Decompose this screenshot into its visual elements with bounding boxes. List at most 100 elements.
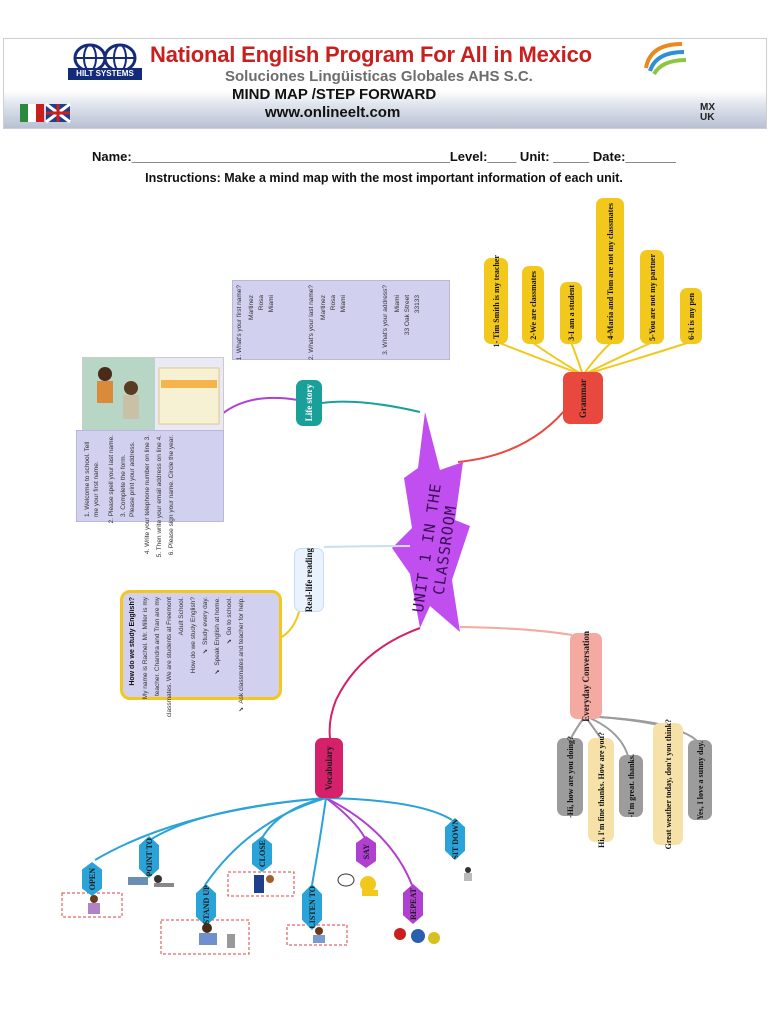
vocab-listen-to[interactable]: LISTEN TO [302,884,322,930]
conversation-item-4-text: Great weather today, don't you think? [663,718,673,850]
vocab-listen-to-text: LISTEN TO [307,885,317,929]
conversation-item-3[interactable]: -I'm great. thanks. [619,754,643,818]
point-to-illustration [128,875,174,887]
form-q1-opt3: Miami [268,295,275,313]
life-story-illustration [82,357,224,431]
form-q3-opt3: 33133 [414,295,421,314]
form-q3: 3. What's your address? [382,285,389,355]
vocab-stand-up-text: STAND UP [201,885,211,925]
instruction-5: 5. Then write your email address on line… [156,435,163,558]
grammar-item-2[interactable]: 2-We are classmates [522,266,544,344]
grammar-item-6-text: 6-It is my pen [686,292,696,340]
vocabulary-label: Vocabulary [324,745,334,791]
instruction-1: 1. Welcome to school. Tell me your first… [84,441,100,517]
grammar-node[interactable]: Grammar [563,372,603,424]
form-q2-opt1: Martinez [320,295,327,320]
form-q2-opt3: Miami [340,295,347,313]
close-door-illustration [254,875,274,893]
conversation-item-2[interactable]: Hi, I'm fine thanks. How are you? [588,732,614,848]
conversation-item-1[interactable]: -Hi, how are you doing? [557,736,583,818]
life-story-node[interactable]: Life story [296,380,322,426]
reading-line-5: How do we study English? [190,597,197,674]
center-node-shape [392,412,470,632]
listen-to-illustration [313,927,325,943]
everyday-conversation-label: Everyday Conversation [581,630,591,722]
reading-line-3: classmates. We are students at Freemont [166,597,173,718]
real-life-reading-node[interactable]: Real-life reading [294,548,324,612]
instruction-4: 4. Write your telephone number on line 3… [144,435,151,555]
conversation-item-1-text: -Hi, how are you doing? [565,736,575,818]
vocab-close[interactable]: CLOSE [252,836,272,872]
hilt-logo-label: HILT SYSTEMS [68,68,142,80]
reading-line-2: teacher. Chandra and Tran are my [154,597,161,697]
reading-line-8: ✔ Go to school. [226,597,233,646]
vocab-repeat-text: REPEAT [408,888,418,920]
conversation-item-5-text: Yes, I love a sunny day. [695,740,705,820]
life-story-form-panel: 1. What's your first name? Martinez Rosa… [232,280,450,360]
form-q1-opt2: Rosa [258,295,265,311]
conversation-item-3-text: -I'm great. thanks. [626,754,636,818]
life-story-label: Life story [304,384,314,422]
everyday-conversation-node[interactable]: Everyday Conversation [570,630,602,722]
instruction-2: 2. Please spell your last name. [108,435,115,524]
grammar-item-3-text: 3-I am a student [566,285,576,341]
website-link[interactable]: www.onlineelt.com [265,104,401,121]
vocab-stand-up[interactable]: STAND UP [196,884,216,926]
grammar-item-1[interactable]: 1- Tim Smith is my teacher [484,254,508,348]
form-q3-opt1: Miami [394,295,401,313]
grammar-item-4-text: 4-María and Tom are not my classmates [605,202,615,340]
conversation-item-4[interactable]: Great weather today, don't you think? [653,719,683,849]
grammar-item-3[interactable]: 3-I am a student [560,282,582,344]
conversation-item-2-text: Hi, I'm fine thanks. How are you? [596,732,606,848]
conversation-item-5[interactable]: Yes, I love a sunny day. [688,740,712,820]
vocab-point-to-text: POINT TO [144,837,154,877]
mind-map-connectors [61,341,699,955]
page-subtitle: Soluciones Lingüisticas Globales AHS S.C… [225,68,533,85]
grammar-item-6[interactable]: 6-It is my pen [680,288,702,344]
grammar-item-5-text: 5-You are not my partner [647,253,657,341]
say-speech-illustration [337,873,378,896]
form-fields-line: Name:___________________________________… [91,149,677,164]
header-banner [3,38,767,129]
instruction-6: 6. Please sign your name. Circle the yea… [168,435,175,556]
form-q1: 1. What's your first name? [236,285,243,361]
reading-box-title: How do we study English? [129,597,136,686]
instruction-3: 3. Complete the form. Please print your … [120,441,136,517]
instructions-list-panel: 1. Welcome to school. Tell me your first… [76,430,224,557]
reading-line-7: ✔ Speak English at home. [214,597,221,676]
stand-up-illustration [199,923,235,948]
vocab-open[interactable]: OPEN [82,862,102,896]
classroom-people-illustration [83,358,220,430]
brand-swoosh-icon [644,42,687,76]
grammar-item-5[interactable]: 5-You are not my partner [640,250,664,344]
reading-line-6: ✔ Study every day. [202,597,209,655]
vocab-point-to[interactable]: POINT TO [139,836,159,878]
mxuk-logo: MX UK [700,102,715,123]
form-q3-opt2: 33 Oak Street [404,295,411,336]
grammar-item-2-text: 2-We are classmates [528,270,538,340]
vocabulary-node[interactable]: Vocabulary [315,738,343,798]
vocab-sit-down[interactable]: SIT DOWN [445,818,465,860]
reading-line-1: My name is Rachel. Mr. Miller is my [142,597,149,700]
grammar-item-1-text: 1- Tim Smith is my teacher [491,254,501,348]
vocab-repeat[interactable]: REPEAT [403,884,423,924]
grammar-label: Grammar [578,378,588,418]
page-title: National English Program For All in Mexi… [150,42,592,67]
reading-text-box: How do we study English? My name is Rach… [120,590,282,717]
vocab-say-text: SAY [361,844,371,860]
instructions-text: Instructions: Make a mind map with the m… [145,171,623,185]
mind-map-label: MIND MAP /STEP FORWARD [232,86,437,103]
grammar-item-4[interactable]: 4-María and Tom are not my classmates [596,198,624,344]
form-q1-opt1: Martinez [248,295,255,320]
vocab-sit-down-text: SIT DOWN [450,818,460,860]
real-life-reading-label: Real-life reading [304,547,314,613]
reading-line-9: ✔ Ask classmates and teacher for help. [238,597,245,714]
form-q2: 2. What's your last name? [308,285,315,360]
vocab-close-text: CLOSE [257,840,267,868]
repeat-illustration [394,928,440,944]
sit-down-illustration [464,867,472,881]
form-q2-opt2: Rosa [330,295,337,311]
open-book-illustration [88,895,100,914]
flags-icon [20,102,71,124]
vocab-say[interactable]: SAY [356,836,376,868]
